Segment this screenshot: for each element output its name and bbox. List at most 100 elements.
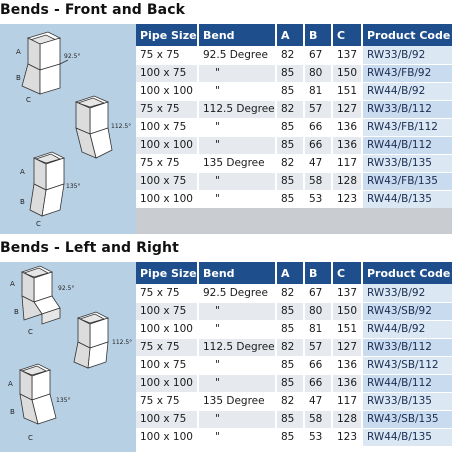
cell-product-code: RW44/B/92 xyxy=(362,82,452,101)
cell-b: 80 xyxy=(304,64,333,83)
cell-b: 57 xyxy=(304,100,333,119)
bend-112-drawing: 112.5° xyxy=(73,311,132,369)
cell-product-code: RW44/B/135 xyxy=(362,428,452,447)
cell-b: 58 xyxy=(304,410,333,429)
cell-bend: " xyxy=(198,356,277,375)
cell-pipe-size: 75 x 75 xyxy=(136,392,199,411)
cell-a: 85 xyxy=(276,374,305,393)
col-header-product-code: Product Code xyxy=(362,262,452,284)
cell-c: 123 xyxy=(332,190,363,209)
cell-bend: " xyxy=(198,374,277,393)
cell-pipe-size: 100 x 75 xyxy=(136,172,199,191)
section-title: Bends - Front and Back xyxy=(0,2,186,18)
dim-label-b: B xyxy=(20,198,25,206)
dim-label-b: B xyxy=(16,74,21,82)
cell-a: 85 xyxy=(276,136,305,155)
cell-a: 82 xyxy=(276,338,305,357)
bends-table: Pipe Size Bend A B C Product Code 75 x 7… xyxy=(136,24,452,209)
cell-a: 82 xyxy=(276,46,305,65)
cell-pipe-size: 100 x 75 xyxy=(136,302,199,321)
cell-product-code: RW33/B/92 xyxy=(362,46,452,65)
cell-a: 85 xyxy=(276,410,305,429)
cell-product-code: RW43/FB/135 xyxy=(362,172,452,191)
bends-table: Pipe Size Bend A B C Product Code 75 x 7… xyxy=(136,262,452,447)
angle-label: 135° xyxy=(56,397,70,404)
dim-label-b: B xyxy=(10,408,15,416)
cell-c: 151 xyxy=(332,320,363,339)
section-left-right: Bends - Left and Right 92.5° A B C xyxy=(0,236,452,452)
cell-product-code: RW44/B/112 xyxy=(362,374,452,393)
cell-pipe-size: 100 x 100 xyxy=(136,428,199,447)
cell-bend: " xyxy=(198,82,277,101)
dim-label-c: C xyxy=(28,328,33,336)
angle-label: 112.5° xyxy=(112,339,132,346)
cell-a: 85 xyxy=(276,356,305,375)
col-header-c: C xyxy=(332,262,363,284)
cell-product-code: RW43/SB/112 xyxy=(362,356,452,375)
bend-92-drawing: 92.5° A B C xyxy=(10,265,74,336)
col-header-bend: Bend xyxy=(198,262,277,284)
cell-pipe-size: 100 x 100 xyxy=(136,320,199,339)
cell-c: 127 xyxy=(332,338,363,357)
cell-product-code: RW43/FB/112 xyxy=(362,118,452,137)
cell-c: 137 xyxy=(332,284,363,303)
cell-b: 81 xyxy=(304,82,333,101)
cell-b: 81 xyxy=(304,320,333,339)
cell-b: 57 xyxy=(304,338,333,357)
cell-b: 67 xyxy=(304,284,333,303)
col-header-a: A xyxy=(276,24,305,46)
table-header-row: Pipe Size Bend A B C Product Code xyxy=(136,262,452,284)
angle-label: 112.5° xyxy=(111,123,131,130)
cell-c: 136 xyxy=(332,118,363,137)
cell-bend: " xyxy=(198,64,277,83)
section-title: Bends - Left and Right xyxy=(0,240,179,256)
angle-label: 92.5° xyxy=(64,53,80,60)
bend-135-drawing: 135° A B C xyxy=(8,363,70,442)
cell-b: 66 xyxy=(304,136,333,155)
cell-bend: " xyxy=(198,172,277,191)
col-header-bend: Bend xyxy=(198,24,277,46)
angle-label: 92.5° xyxy=(58,285,74,292)
col-header-b: B xyxy=(304,24,333,46)
cell-bend: " xyxy=(198,320,277,339)
cell-pipe-size: 100 x 75 xyxy=(136,118,199,137)
cell-a: 82 xyxy=(276,154,305,173)
bend-diagram-illustration: 92.5° A B C 112.5° xyxy=(8,265,132,442)
cell-pipe-size: 75 x 75 xyxy=(136,46,199,65)
col-header-pipe-size: Pipe Size xyxy=(136,24,199,46)
cell-b: 66 xyxy=(304,118,333,137)
cell-bend: 92.5 Degree xyxy=(198,284,277,303)
cell-b: 53 xyxy=(304,190,333,209)
cell-a: 82 xyxy=(276,392,305,411)
cell-c: 136 xyxy=(332,374,363,393)
bend-135-drawing: 135° A B C xyxy=(20,151,80,228)
cell-bend: " xyxy=(198,410,277,429)
cell-a: 85 xyxy=(276,190,305,209)
col-header-a: A xyxy=(276,262,305,284)
cell-product-code: RW43/SB/135 xyxy=(362,410,452,429)
cell-b: 47 xyxy=(304,392,333,411)
cell-b: 47 xyxy=(304,154,333,173)
cell-b: 80 xyxy=(304,302,333,321)
cell-b: 53 xyxy=(304,428,333,447)
cell-bend: 135 Degree xyxy=(198,392,277,411)
cell-c: 151 xyxy=(332,82,363,101)
dim-label-a: A xyxy=(20,168,25,176)
cell-pipe-size: 100 x 75 xyxy=(136,410,199,429)
cell-b: 66 xyxy=(304,356,333,375)
cell-c: 117 xyxy=(332,154,363,173)
cell-c: 150 xyxy=(332,302,363,321)
dim-label-a: A xyxy=(16,48,21,56)
